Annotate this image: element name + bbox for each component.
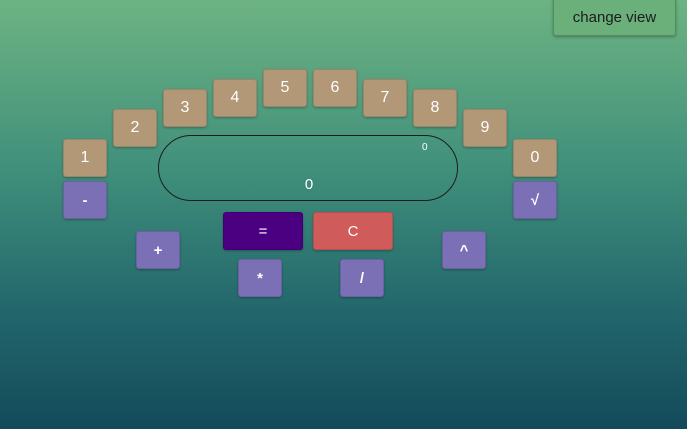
digit-6-button[interactable]: 6 xyxy=(313,69,357,107)
digit-7-button[interactable]: 7 xyxy=(363,79,407,117)
plus-button[interactable]: + xyxy=(136,231,180,269)
digit-4-button[interactable]: 4 xyxy=(213,79,257,117)
sqrt-button[interactable]: √ xyxy=(513,181,557,219)
calculator-display: 0 0 xyxy=(158,135,458,201)
divide-button[interactable]: / xyxy=(340,259,384,297)
digit-2-button[interactable]: 2 xyxy=(113,109,157,147)
power-button[interactable]: ^ xyxy=(442,231,486,269)
digit-0-button[interactable]: 0 xyxy=(513,139,557,177)
change-view-button[interactable]: change view xyxy=(553,0,676,36)
clear-button[interactable]: C xyxy=(313,212,393,250)
digit-5-button[interactable]: 5 xyxy=(263,69,307,107)
multiply-button[interactable]: * xyxy=(238,259,282,297)
digit-1-button[interactable]: 1 xyxy=(63,139,107,177)
equals-button[interactable]: = xyxy=(223,212,303,250)
display-value: 0 xyxy=(304,176,314,193)
digit-9-button[interactable]: 9 xyxy=(463,109,507,147)
digit-3-button[interactable]: 3 xyxy=(163,89,207,127)
digit-8-button[interactable]: 8 xyxy=(413,89,457,127)
minus-button[interactable]: - xyxy=(63,181,107,219)
display-memory: 0 xyxy=(422,142,428,153)
